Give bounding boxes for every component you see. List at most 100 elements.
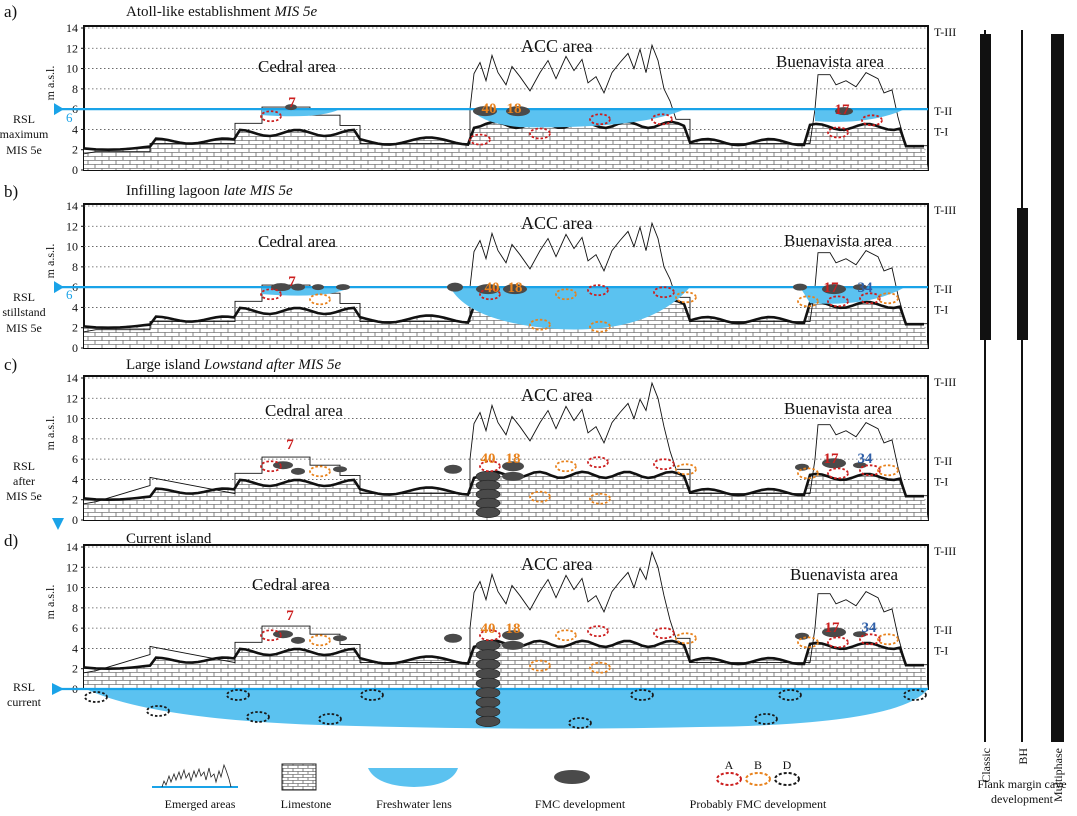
emerged-outline	[83, 381, 928, 505]
y-tick-label: 12	[66, 219, 78, 233]
probable-fmc-d	[360, 689, 384, 701]
panel-letter: b)	[4, 182, 18, 201]
probable-fmc-a	[260, 288, 282, 301]
emerged-outline	[83, 550, 928, 674]
probable-fmc-a	[859, 633, 881, 646]
rsl-marker-icon	[54, 103, 64, 116]
y-tick-label: 14	[66, 540, 78, 554]
fmc-ellipse	[835, 107, 853, 116]
fmc-ellipse	[333, 466, 347, 473]
legend-label: Emerged areas	[165, 797, 236, 811]
probable-fmc-b	[797, 295, 819, 308]
legend-label: Probably FMC development	[690, 797, 827, 811]
probable-fmc-b	[589, 661, 611, 674]
probable-fmc-b	[555, 460, 577, 473]
probable-fmc-a	[827, 467, 849, 480]
terrace-label: T-III	[934, 544, 956, 558]
cave-label: 34	[858, 280, 874, 296]
probable-fmc-a	[827, 636, 849, 649]
cave-label: 18	[508, 280, 523, 296]
legend-key: A	[725, 758, 734, 772]
legend-label: FMC development	[535, 797, 626, 811]
fmc-ellipse	[333, 635, 347, 642]
rsl-label: MIS 5e	[6, 143, 42, 157]
freshwater-lens	[86, 689, 928, 729]
fmc-ellipse	[475, 649, 501, 661]
y-tick-label: 8	[72, 260, 78, 274]
y-tick-label: 14	[66, 371, 78, 385]
y-tick-label: 10	[66, 240, 78, 254]
y-tick-label: 12	[66, 41, 78, 55]
terrace-label: T-III	[934, 375, 956, 389]
fmc-ellipse	[336, 284, 350, 291]
y-tick-label: 8	[72, 82, 78, 96]
y-axis-label: m a.s.l.	[43, 416, 57, 451]
rsl-label: RSL	[13, 112, 35, 126]
panel-title: Large island Lowstand after MIS 5e	[126, 357, 341, 373]
cedral-area-label: Cedral area	[258, 232, 336, 251]
probable-fmc-a	[827, 295, 849, 308]
limestone-body	[84, 472, 928, 520]
fmc-ellipse	[822, 627, 846, 638]
y-tick-label: 0	[72, 341, 78, 355]
rsl-marker-icon	[52, 683, 64, 695]
cave-label: 18	[507, 101, 522, 117]
probable-fmc-a	[587, 456, 609, 469]
bh-label: BH	[1016, 748, 1030, 765]
probable-fmc-a	[859, 464, 881, 477]
probable-fmc-b	[877, 464, 899, 477]
fmc-ellipse	[291, 467, 305, 475]
acc-area-label: ACC area	[521, 36, 592, 56]
terrace-label: T-I	[934, 643, 948, 657]
probable-fmc-a	[587, 625, 609, 638]
probable-fmc-d	[568, 717, 592, 729]
legend-fmc: FMC development	[535, 770, 626, 811]
cave-label: 34	[858, 451, 874, 467]
probable-fmc-d	[903, 689, 927, 701]
probable-fmc-a	[859, 292, 881, 305]
fmc-ellipse	[795, 463, 809, 471]
fmc-ellipse	[475, 639, 501, 651]
y-tick-label: 2	[72, 321, 78, 335]
cedral-area-label: Cedral area	[258, 57, 336, 76]
fmc-ellipse	[822, 284, 846, 295]
emerged-outline	[83, 221, 928, 333]
buenavista-area-label: Buenavista area	[776, 52, 885, 71]
development-bars: Classic BH Multiphase Flank margin cave …	[977, 30, 1067, 806]
cave-label: 18	[506, 621, 521, 637]
fmc-ellipse	[502, 471, 524, 481]
y-tick-label: 14	[66, 21, 78, 35]
y-tick-label: 4	[72, 472, 78, 486]
buenavista-area-label: Buenavista area	[784, 399, 893, 418]
terrace-label: T-I	[934, 302, 948, 316]
legend-label: Freshwater lens	[376, 797, 452, 811]
y-axis-label: m a.s.l.	[43, 66, 57, 101]
probable-fmc-a	[587, 284, 609, 297]
probable-fmc-a	[653, 627, 675, 640]
cave-label: 7	[286, 437, 294, 453]
terrace-label: T-I	[934, 124, 948, 138]
y-tick-label: 0	[72, 163, 78, 177]
probable-fmc-d	[318, 713, 342, 725]
panel-c: c) Large island Lowstand after MIS 5e 02…	[4, 355, 956, 530]
bh-bar	[1017, 208, 1028, 340]
probable-fmc-b	[529, 490, 551, 503]
legend: Emerged areas Limestone Freshwater lens …	[152, 758, 827, 811]
rsl-label: MIS 5e	[6, 489, 42, 503]
freshwater-lens	[262, 109, 340, 117]
cave-label: 7	[288, 95, 296, 111]
probable-fmc-a	[260, 460, 282, 473]
fmc-ellipse	[502, 630, 524, 641]
terrace-label: T-III	[934, 25, 956, 39]
probable-fmc-b	[877, 292, 899, 305]
probable-fmc-a	[651, 113, 673, 126]
cave-label: 17	[824, 451, 840, 467]
probable-fmc-a	[861, 114, 883, 127]
rsl-label: current	[7, 695, 42, 709]
probable-fmc-a	[653, 286, 675, 299]
limestone-body	[84, 641, 928, 689]
probable-fmc-b	[555, 629, 577, 642]
